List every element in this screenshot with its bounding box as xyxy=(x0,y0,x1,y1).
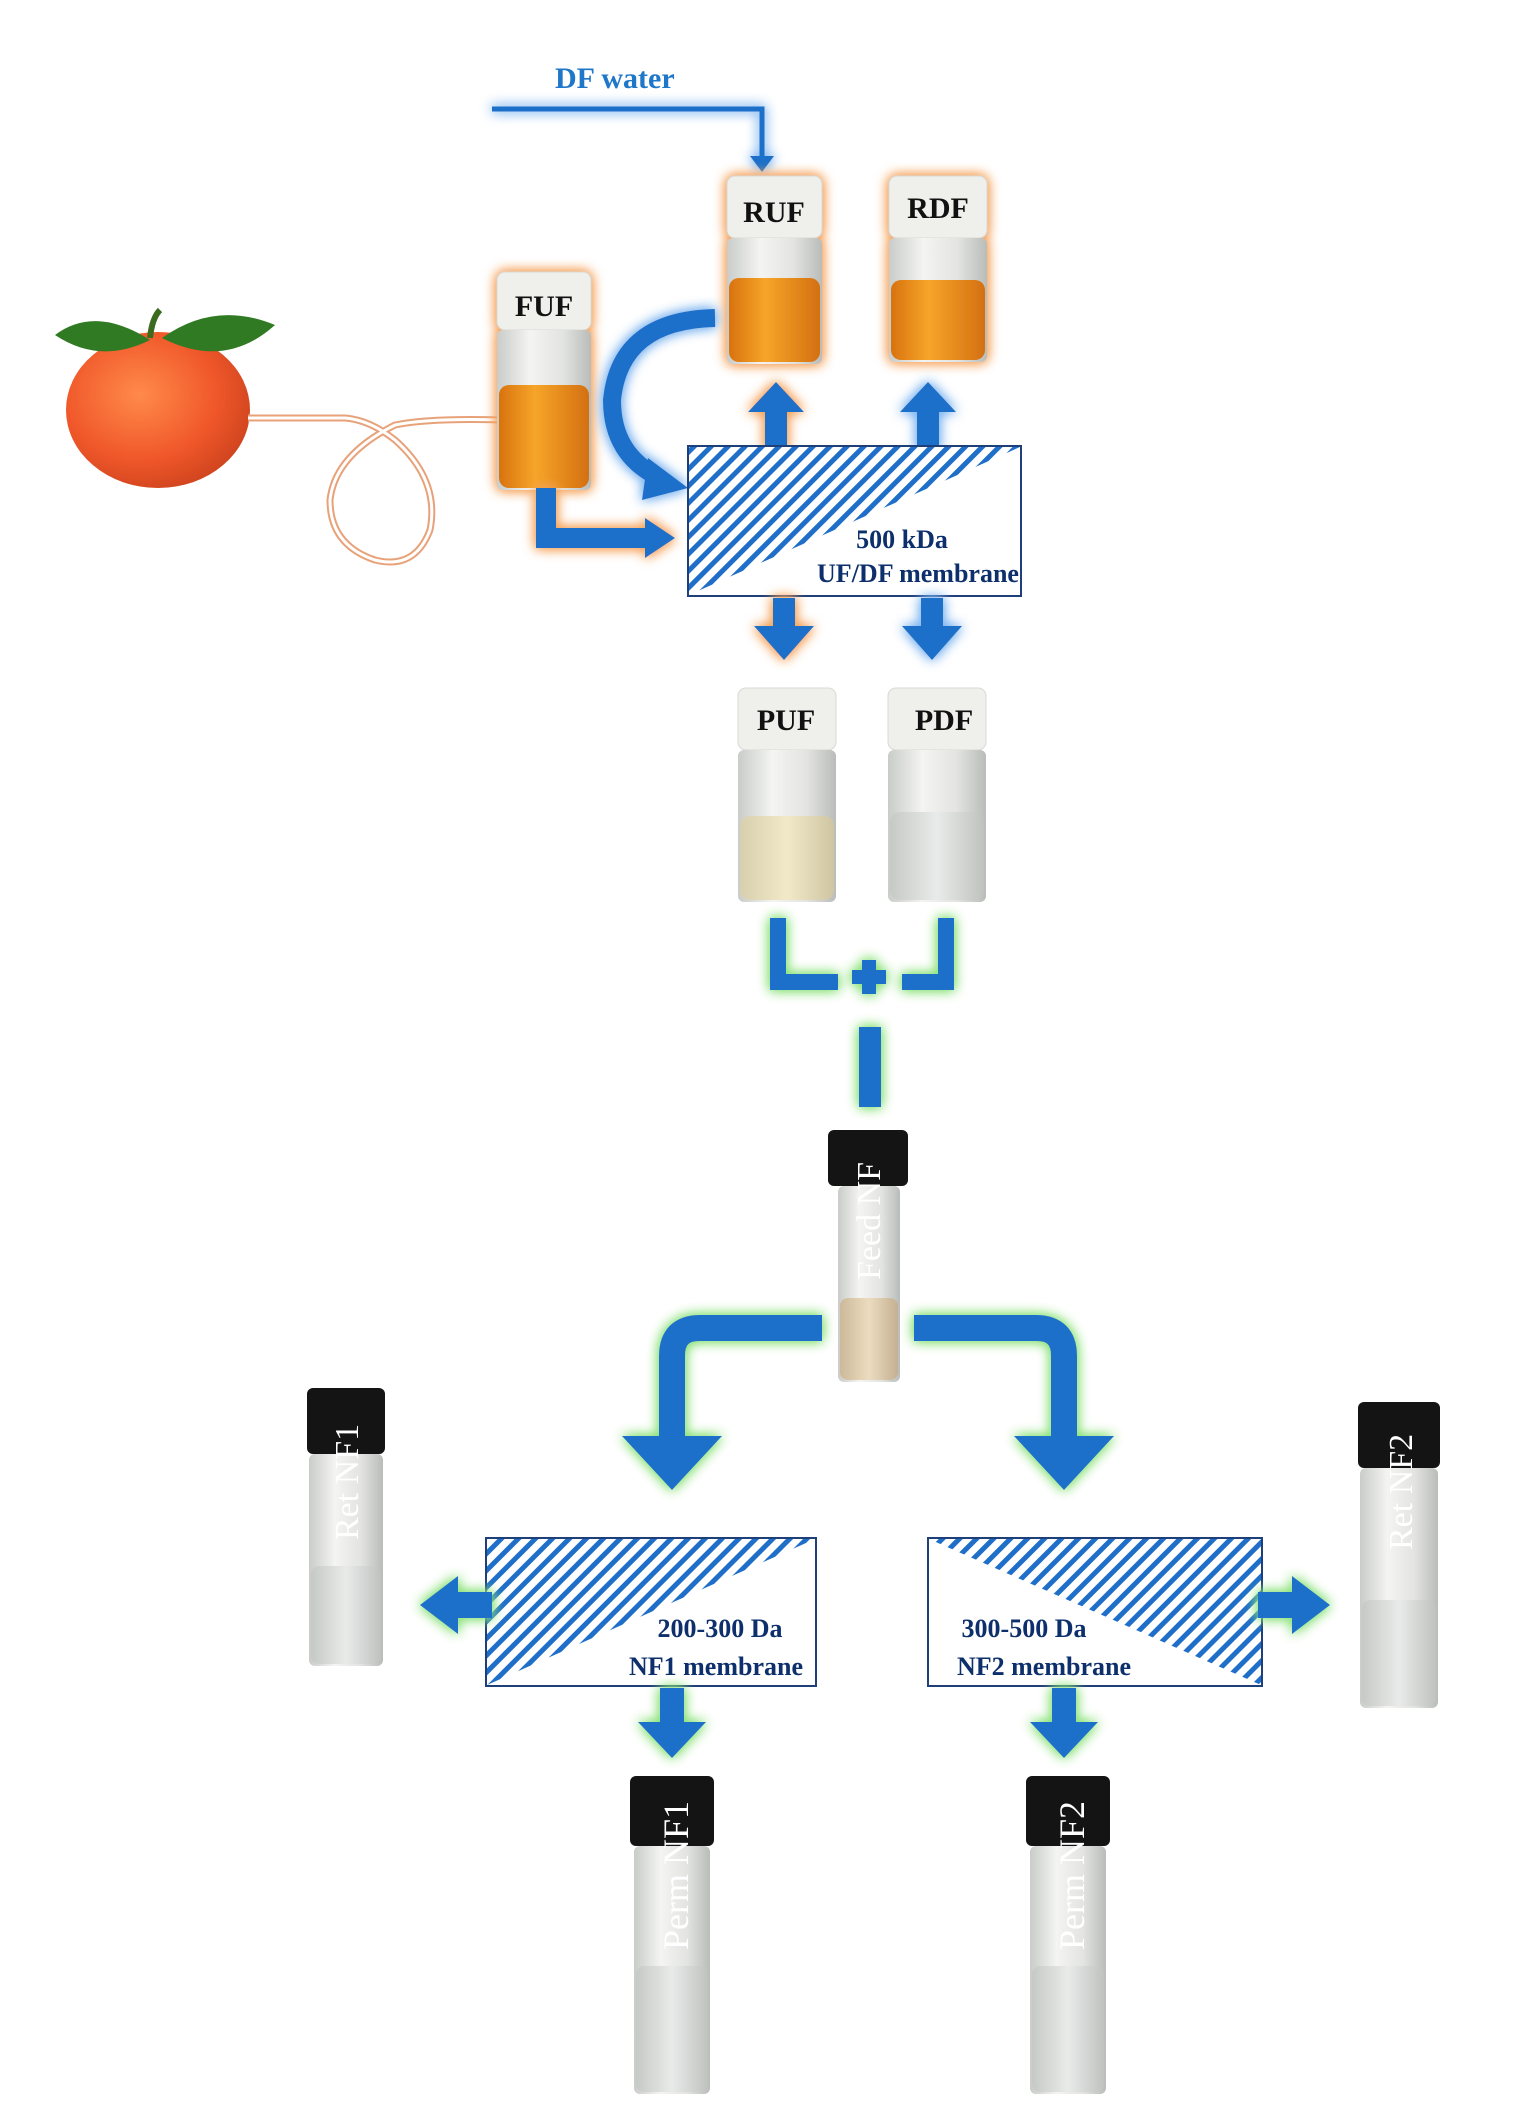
vial-fuf-label: FUF xyxy=(515,290,573,323)
arrow-down-puf xyxy=(754,598,814,660)
arrow-up-rdf xyxy=(900,382,956,450)
arrow-down-pdf xyxy=(902,598,962,660)
arrow-to-ret-nf2 xyxy=(1258,1576,1330,1634)
vial-feed-nf xyxy=(828,1130,908,1382)
vial-fuf xyxy=(496,271,592,490)
split-arrow-nf2 xyxy=(914,1315,1114,1490)
vial-rdf-label: RDF xyxy=(907,192,969,225)
vial-ret-nf2 xyxy=(1358,1402,1440,1708)
vial-perm-nf1 xyxy=(630,1776,714,2094)
nf1-membrane xyxy=(485,1537,817,1687)
uf-df-membrane xyxy=(687,445,1022,597)
vial-perm-nf2 xyxy=(1026,1776,1110,2094)
vial-ret-nf1-label: Ret NF1 xyxy=(329,1424,366,1540)
vial-pdf xyxy=(887,687,987,902)
split-arrow-nf1 xyxy=(622,1315,822,1490)
uf-membrane-cutoff: 500 kDa xyxy=(856,525,948,554)
df-water-line xyxy=(492,106,774,172)
vial-ruf xyxy=(726,175,823,364)
tubing-icon xyxy=(248,414,501,566)
feed-arrow xyxy=(536,488,675,558)
vial-feed-nf-label: Feed NF xyxy=(851,1162,888,1280)
nf1-membrane-name: NF1 membrane xyxy=(629,1652,803,1681)
combine-symbol: + xyxy=(0,0,1,1)
combine-bracket xyxy=(770,918,954,1107)
uf-membrane-name: UF/DF membrane xyxy=(817,559,1019,588)
vial-puf xyxy=(737,687,837,902)
arrow-to-perm-nf2 xyxy=(1030,1688,1098,1758)
arrow-up-ruf xyxy=(748,382,804,450)
df-water-label: DF water xyxy=(555,62,675,95)
vial-rdf xyxy=(888,175,988,362)
nf2-membrane-name: NF2 membrane xyxy=(957,1652,1131,1681)
vial-ruf-label: RUF xyxy=(743,196,805,229)
vial-perm-nf1-label: Perm NF1 xyxy=(656,1801,696,1950)
arrow-to-ret-nf1 xyxy=(420,1576,492,1634)
mandarin-fruit-icon xyxy=(55,307,275,488)
recirculation-arrow xyxy=(602,309,716,500)
vial-ret-nf2-label: Ret NF2 xyxy=(1383,1434,1420,1550)
nf2-membrane xyxy=(927,1537,1263,1687)
vial-ret-nf1 xyxy=(307,1388,385,1666)
arrow-to-perm-nf1 xyxy=(638,1688,706,1758)
nf1-membrane-cutoff: 200-300 Da xyxy=(658,1614,783,1643)
vial-perm-nf2-label: Perm NF2 xyxy=(1052,1801,1092,1950)
vial-puf-label: PUF xyxy=(757,704,815,737)
vial-pdf-label: PDF xyxy=(915,704,973,737)
nf2-membrane-cutoff: 300-500 Da xyxy=(962,1614,1087,1643)
